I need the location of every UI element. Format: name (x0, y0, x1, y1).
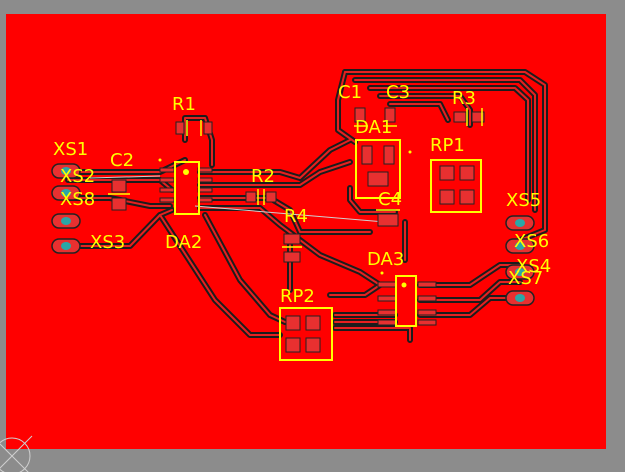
label-c3: C3 (386, 82, 410, 103)
label-xs2: XS2 (60, 166, 95, 187)
label-xs5: XS5 (506, 190, 541, 211)
label-da2: DA2 (165, 232, 202, 253)
label-xs7: XS7 (508, 268, 543, 289)
component-c1[interactable] (354, 107, 368, 127)
origin-crosshair-icon (0, 435, 33, 472)
component-c3[interactable] (383, 107, 397, 127)
label-xs1: XS1 (53, 139, 88, 160)
label-r3: R3 (452, 88, 476, 109)
label-r4: R4 (284, 206, 308, 227)
component-r1[interactable] (175, 120, 213, 136)
component-rp1[interactable] (430, 159, 482, 213)
traces[interactable] (65, 69, 548, 343)
label-da3: DA3 (367, 249, 404, 270)
label-r1: R1 (172, 94, 196, 115)
label-rp2: RP2 (280, 286, 315, 307)
component-r4[interactable] (282, 233, 302, 263)
label-c4: C4 (378, 189, 402, 210)
silkscreen-labels: XS1 XS2 XS8 XS3 C2 R1 DA2 R2 R4 C1 C3 DA… (53, 82, 551, 307)
label-xs6: XS6 (514, 231, 549, 252)
component-r3[interactable] (453, 108, 485, 126)
label-da1: DA1 (355, 117, 392, 138)
label-c2: C2 (110, 150, 134, 171)
label-rp1: RP1 (430, 135, 465, 156)
label-xs3: XS3 (90, 232, 125, 253)
component-da2[interactable] (158, 158, 213, 215)
label-xs8: XS8 (60, 189, 95, 210)
ratsnest-lines (89, 175, 386, 223)
component-c2[interactable] (108, 179, 130, 211)
connector-xs-left[interactable] (51, 163, 81, 254)
component-r2[interactable] (245, 189, 277, 205)
label-c1: C1 (338, 82, 362, 103)
component-c4[interactable] (376, 209, 400, 227)
component-da3[interactable] (377, 271, 437, 327)
connector-xs-right[interactable] (505, 215, 535, 306)
label-xs4: XS4 (516, 256, 551, 277)
component-da1[interactable] (355, 139, 412, 199)
label-r2: R2 (251, 166, 275, 187)
component-rp2[interactable] (279, 307, 333, 361)
